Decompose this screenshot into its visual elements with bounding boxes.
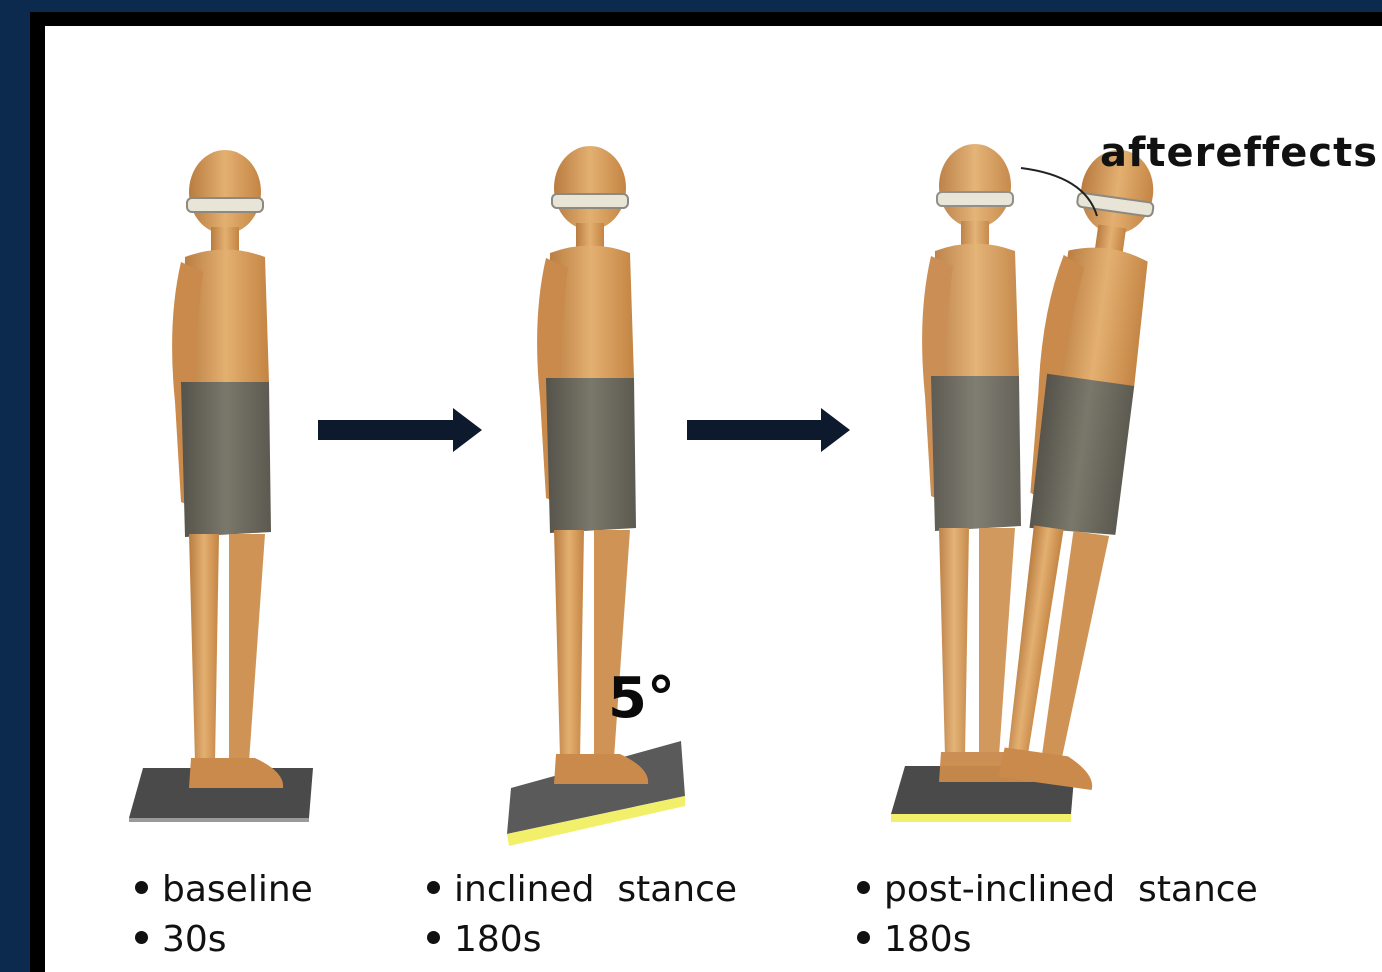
bullet-icon: [135, 931, 148, 944]
caption-line: post-inclined stance: [857, 872, 1258, 922]
bullet-icon: [135, 881, 148, 894]
baseline-figure: [129, 150, 313, 822]
condition-name: baseline: [162, 869, 313, 910]
bullet-icon: [427, 931, 440, 944]
inclined-figure: [507, 146, 685, 846]
caption-line: 180s: [427, 922, 737, 972]
aftereffects-label: aftereffects: [1100, 130, 1378, 176]
post-inclined-caption: post-inclined stance 180s: [857, 872, 1258, 972]
post-inclined-figure: [891, 143, 1181, 822]
inclined-caption: inclined stance 180s: [427, 872, 737, 972]
bullet-icon: [857, 931, 870, 944]
caption-line: 30s: [135, 922, 313, 972]
condition-name: inclined stance: [454, 869, 737, 910]
condition-duration: 30s: [162, 919, 227, 960]
figure-canvas: aftereffects 5° baseline 30s inclined st…: [45, 26, 1382, 972]
caption-line: baseline: [135, 872, 313, 922]
baseline-caption: baseline 30s: [135, 872, 313, 972]
condition-name: post-inclined stance: [884, 869, 1258, 910]
caption-line: 180s: [857, 922, 1258, 972]
bullet-icon: [427, 881, 440, 894]
condition-duration: 180s: [454, 919, 541, 960]
caption-line: inclined stance: [427, 872, 737, 922]
incline-angle-label: 5°: [608, 666, 675, 731]
condition-duration: 180s: [884, 919, 971, 960]
bullet-icon: [857, 881, 870, 894]
arrow-1: [318, 408, 482, 452]
arrow-2: [687, 408, 850, 452]
